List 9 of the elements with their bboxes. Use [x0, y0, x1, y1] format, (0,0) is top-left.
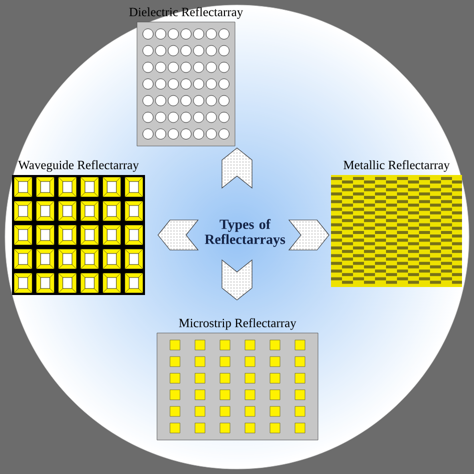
panel-heading: Dielectric Reflectarray [129, 7, 244, 19]
chevron-arrow [288, 220, 330, 250]
chevron-arrow [222, 259, 252, 300]
panel-heading: Metallic Reflectarray [344, 160, 450, 172]
panel-heading: Microstrip Reflectarray [179, 318, 296, 330]
panel-heading: Waveguide Reflectarray [18, 160, 139, 172]
chevron-arrow [158, 220, 199, 250]
chevron-arrow [222, 148, 252, 189]
center-title: Types of Reflectarrays [204, 219, 286, 247]
